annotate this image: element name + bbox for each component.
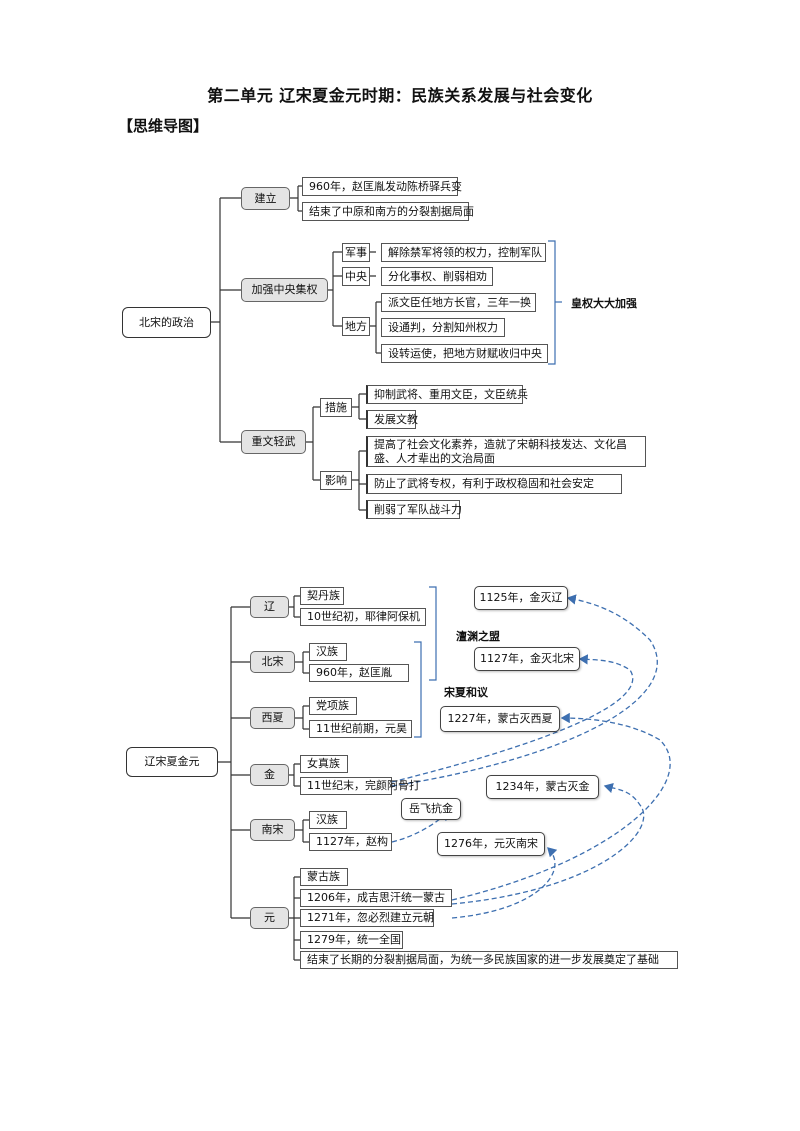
node-xixia: 西夏 xyxy=(250,707,295,729)
liao-item-1: 契丹族 xyxy=(300,587,344,605)
jianli-item-2: 结束了中原和南方的分裂割据局面 xyxy=(302,202,474,221)
yingxiang-item-1: 提高了社会文化素养，造就了宋朝科技发达、文化昌盛、人才辈出的文治局面 xyxy=(366,436,646,467)
cuoshi-item-1: 抑制武将、重用文臣，文臣统兵 xyxy=(366,385,528,404)
difang-item-2: 设通判，分割知州权力 xyxy=(381,318,505,337)
yuan-item-5: 结束了长期的分裂割据局面，为统一多民族国家的进一步发展奠定了基础 xyxy=(300,951,678,969)
section-heading: 【思维导图】 xyxy=(118,117,209,135)
node-difang: 地方 xyxy=(342,317,370,336)
yingxiang-item-2: 防止了武将专权，有利于政权稳固和社会安定 xyxy=(366,474,622,494)
jin-item-2: 11世纪末，完颜阿骨打 xyxy=(300,777,420,795)
liao-item-2: 10世纪初，耶律阿保机 xyxy=(300,608,426,626)
jin-item-1: 女真族 xyxy=(300,755,348,773)
difang-item-1: 派文臣任地方长官，三年一换 xyxy=(381,293,536,312)
nansong-item-1: 汉族 xyxy=(309,811,347,829)
event-yuefei: 岳飞抗金 xyxy=(401,798,461,820)
event-1234: 1234年，蒙古灭金 xyxy=(486,775,599,799)
map1-root: 北宋的政治 xyxy=(122,307,211,338)
event-1276: 1276年，元灭南宋 xyxy=(437,832,545,856)
node-beisong: 北宋 xyxy=(250,651,295,673)
node-jin: 金 xyxy=(250,764,289,786)
beisong-item-1: 汉族 xyxy=(309,643,347,661)
node-nansong: 南宋 xyxy=(250,819,295,841)
node-cuoshi: 措施 xyxy=(320,398,352,417)
node-yuan: 元 xyxy=(250,907,289,929)
node-junshi: 军事 xyxy=(342,243,370,262)
difang-item-3: 设转运使，把地方财赋收归中央 xyxy=(381,344,548,363)
event-1227: 1227年，蒙古灭西夏 xyxy=(440,706,560,732)
cuoshi-item-2: 发展文教 xyxy=(366,410,418,429)
yuan-item-2: 1206年，成吉思汗统一蒙古 xyxy=(300,889,452,907)
junshi-item: 解除禁军将领的权力，控制军队 xyxy=(381,243,546,262)
xixia-item-2: 11世纪前期，元昊 xyxy=(309,720,412,738)
node-jianli: 建立 xyxy=(241,187,290,210)
node-jiaqiang: 加强中央集权 xyxy=(241,278,328,302)
yuan-item-4: 1279年，统一全国 xyxy=(300,931,403,949)
zhongyang-item: 分化事权、削弱相劝 xyxy=(381,267,493,286)
label-chanyuan: 澶渊之盟 xyxy=(456,630,500,643)
nansong-item-2: 1127年，赵构 xyxy=(309,833,392,851)
node-zhongyang: 中央 xyxy=(342,267,370,286)
event-1127: 1127年，金灭北宋 xyxy=(474,647,580,671)
yuan-item-3: 1271年，忽必烈建立元朝 xyxy=(300,909,434,927)
jianli-item-1: 960年，赵匡胤发动陈桥驿兵变 xyxy=(302,177,462,196)
node-liao: 辽 xyxy=(250,596,289,618)
label-songxia: 宋夏和议 xyxy=(444,686,488,699)
node-yingxiang: 影响 xyxy=(320,471,352,490)
map2-root: 辽宋夏金元 xyxy=(126,747,218,777)
page-title: 第二单元 辽宋夏金元时期：民族关系发展与社会变化 xyxy=(207,86,593,105)
beisong-item-2: 960年，赵匡胤 xyxy=(309,664,409,682)
event-1125: 1125年，金灭辽 xyxy=(474,586,568,610)
node-zhongwen: 重文轻武 xyxy=(241,430,306,454)
bracket-label-huangquan: 皇权大大加强 xyxy=(571,297,637,310)
xixia-item-1: 党项族 xyxy=(309,697,357,715)
yuan-item-1: 蒙古族 xyxy=(300,868,348,886)
yingxiang-item-3: 削弱了军队战斗力 xyxy=(366,500,462,519)
